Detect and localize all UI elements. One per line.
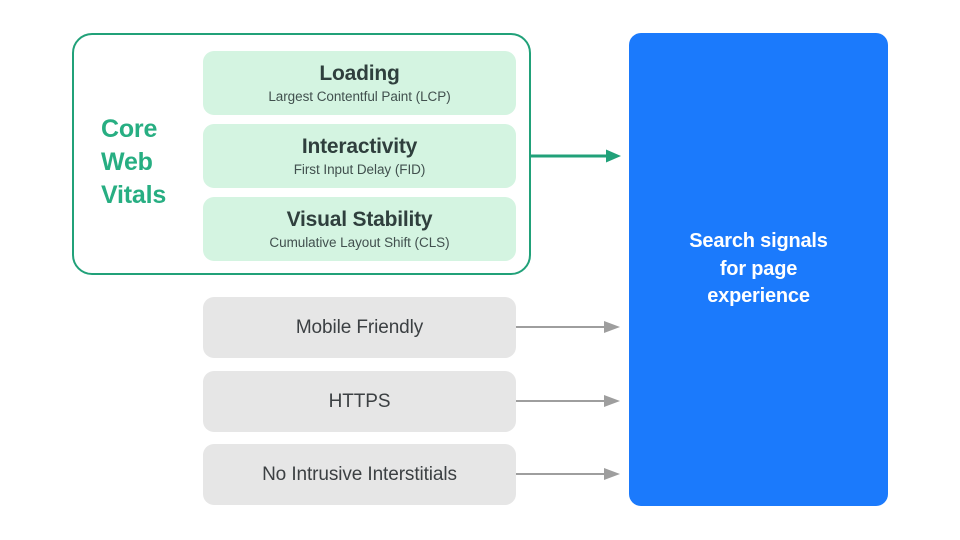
signal-box-https[interactable]: HTTPS	[203, 371, 516, 432]
metric-card-subtitle: First Input Delay (FID)	[293, 161, 426, 177]
search-signals-line-1: Search signals	[689, 230, 828, 253]
signal-box-no-intrusive-interstitials[interactable]: No Intrusive Interstitials	[203, 444, 516, 505]
search-signals-line-3: experience	[707, 285, 810, 308]
metric-card-visual-stability[interactable]: Visual Stability Cumulative Layout Shift…	[203, 197, 516, 261]
metric-card-subtitle: Cumulative Layout Shift (CLS)	[269, 234, 450, 250]
metric-card-subtitle: Largest Contentful Paint (LCP)	[268, 88, 451, 104]
signal-box-label: Mobile Friendly	[295, 316, 424, 338]
core-web-vitals-label-line-1: Core	[101, 115, 158, 143]
core-web-vitals-label-line-3: Vitals	[101, 181, 167, 209]
signal-box-label: No Intrusive Interstitials	[262, 463, 457, 485]
no-intrusive-interstitials-arrow	[516, 468, 620, 480]
metric-card-interactivity[interactable]: Interactivity First Input Delay (FID)	[203, 124, 516, 188]
core-web-vitals-group	[72, 33, 531, 275]
metric-card-loading[interactable]: Loading Largest Contentful Paint (LCP)	[203, 51, 516, 115]
metric-card-title: Loading	[319, 62, 400, 86]
https-arrow	[516, 395, 620, 407]
search-signals-panel: Search signals for page experience	[629, 33, 888, 506]
signal-box-mobile-friendly[interactable]: Mobile Friendly	[203, 297, 516, 358]
mobile-friendly-arrow	[516, 321, 620, 333]
core-web-vitals-label-line-2: Web	[101, 148, 153, 176]
core-web-vitals-arrow	[531, 149, 621, 163]
metric-card-title: Visual Stability	[286, 208, 433, 232]
signal-box-label: HTTPS	[328, 390, 391, 412]
search-signals-line-2: for page	[719, 257, 798, 280]
metric-card-title: Interactivity	[301, 135, 418, 159]
search-signals-panel-text: Search signals for page experience	[689, 228, 828, 311]
core-web-vitals-label: Core Web Vitals	[101, 113, 193, 212]
